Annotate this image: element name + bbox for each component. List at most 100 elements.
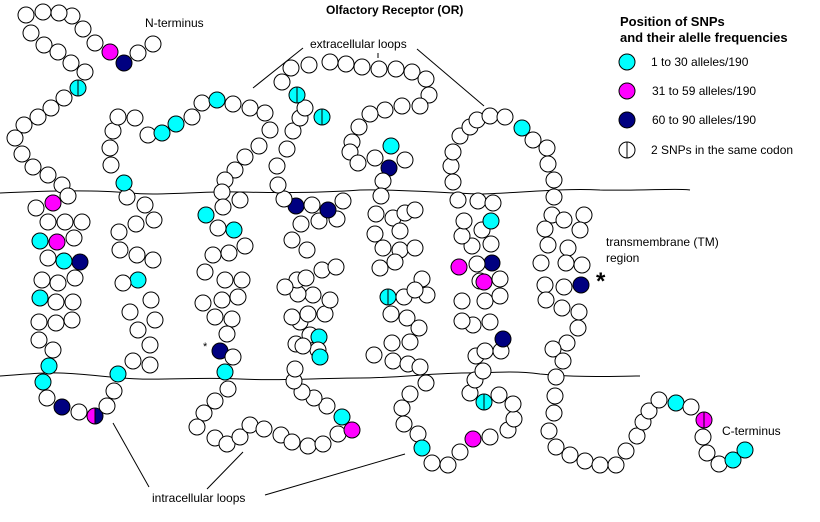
residue-circle: [283, 308, 301, 326]
residue-circle: [682, 398, 700, 416]
residue: [206, 392, 224, 410]
residue: [231, 191, 249, 209]
residue-circle: [450, 258, 468, 276]
residue-circle: [109, 108, 127, 126]
residue-circle: [310, 212, 328, 230]
residue: [372, 187, 390, 205]
residue-circle: [195, 404, 213, 422]
residue-circle: [44, 341, 62, 359]
residue-circle: [406, 281, 424, 299]
residue: [398, 309, 416, 327]
residue-circle: [575, 206, 593, 224]
residue: [124, 352, 142, 370]
residue-circle: [297, 269, 315, 287]
residue-circle: [250, 137, 268, 155]
residue: [536, 220, 554, 238]
residue: [146, 311, 164, 329]
residue-circle: [6, 129, 24, 147]
residue: [617, 442, 635, 460]
residue: [539, 155, 557, 173]
residue-circle: [343, 421, 361, 439]
residue: [296, 99, 314, 117]
residue: [145, 211, 163, 229]
legend-item-high-label: 60 to 90 alleles/190: [652, 113, 757, 127]
residue-circle: [417, 70, 435, 88]
residue: [209, 219, 227, 237]
residue-circle: [218, 325, 236, 343]
residue-circle: [98, 397, 116, 415]
residue: [386, 253, 404, 271]
residue-circle: [268, 157, 286, 175]
residue: [139, 126, 157, 144]
residue-circle: [545, 188, 563, 206]
residue: [349, 154, 367, 172]
residue-circle: [573, 256, 591, 274]
residue: [540, 422, 558, 440]
residue: [353, 58, 371, 76]
residue: [17, 6, 35, 24]
residue-circle: [333, 408, 351, 426]
residue: [650, 391, 668, 409]
residue-circle: [544, 340, 562, 358]
residue-circle: [539, 236, 557, 254]
residue-circle: [417, 374, 435, 392]
residue-circle: [547, 438, 565, 456]
residue-circle: [76, 63, 94, 81]
residue: [570, 303, 588, 321]
residue-circle: [283, 433, 301, 451]
residue: [417, 70, 435, 88]
residue-circle: [194, 294, 212, 312]
residue: [268, 157, 286, 175]
residue: [6, 129, 24, 147]
residue-circle: [591, 456, 609, 474]
residue: [321, 291, 339, 309]
residue-snp-low: [382, 137, 400, 155]
residue-circle: [129, 321, 147, 339]
residue-circle: [303, 196, 321, 214]
small-asterisk-marker: *: [203, 341, 208, 353]
residue: [56, 213, 74, 231]
residue-snp-low: [153, 124, 171, 142]
residue-circle: [334, 192, 352, 210]
residue-circle: [545, 171, 563, 189]
residue: [236, 148, 254, 166]
residue-circle: [144, 251, 162, 269]
residue-circle: [365, 346, 383, 364]
residue: [44, 341, 62, 359]
residue-snp-low: [109, 365, 127, 383]
residue-circle: [111, 241, 129, 259]
residue: [255, 420, 273, 438]
residue-snp-low: [216, 363, 234, 381]
residue-circle: [47, 293, 65, 311]
residue-snp-mid: [101, 43, 119, 61]
residue: [111, 241, 129, 259]
residue-circle: [384, 352, 402, 370]
residue-circle: [496, 108, 514, 126]
residue: [576, 452, 594, 470]
residue: [286, 360, 304, 378]
residue-circle: [39, 249, 57, 267]
residue-snp-mid: [450, 258, 468, 276]
residue-circle: [372, 187, 390, 205]
residue: [35, 36, 53, 54]
residue-circle: [318, 397, 336, 415]
residue-circle: [327, 258, 345, 276]
residue-circle: [571, 221, 589, 239]
residue: [194, 294, 212, 312]
residue-circle: [453, 312, 471, 330]
residue: [376, 101, 394, 119]
residue-circle: [491, 270, 509, 288]
residue-snp-low: [31, 232, 49, 250]
residue: [129, 321, 147, 339]
residue-circle: [34, 373, 52, 391]
residue-circle: [216, 363, 234, 381]
residue: [188, 418, 206, 436]
residue: [444, 173, 462, 191]
residue-circle: [475, 273, 493, 291]
residue: [241, 416, 259, 434]
residue: [136, 196, 154, 214]
residue: [284, 122, 302, 140]
residue: [76, 63, 94, 81]
residue: [224, 348, 242, 366]
residue-circle: [193, 94, 211, 112]
